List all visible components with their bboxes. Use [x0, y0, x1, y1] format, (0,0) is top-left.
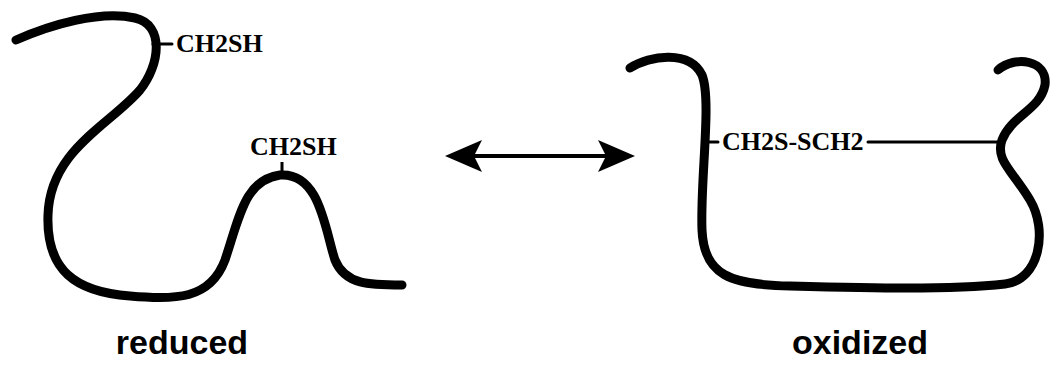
side-chain-bond [153, 43, 172, 46]
group-label: CH2SH [174, 29, 265, 59]
group-label: CH2S-SCH2 [720, 127, 866, 157]
state-label: oxidized [792, 322, 928, 362]
group-label: CH2SH [248, 132, 339, 162]
side-chain-bond [281, 162, 284, 176]
equilibrium-arrow [445, 140, 635, 172]
disulfide-bond [704, 141, 718, 144]
reduced-chain [16, 16, 402, 298]
oxidized-chain [630, 57, 1045, 288]
disulfide-bond [868, 141, 1000, 144]
state-label: reduced [116, 322, 248, 362]
